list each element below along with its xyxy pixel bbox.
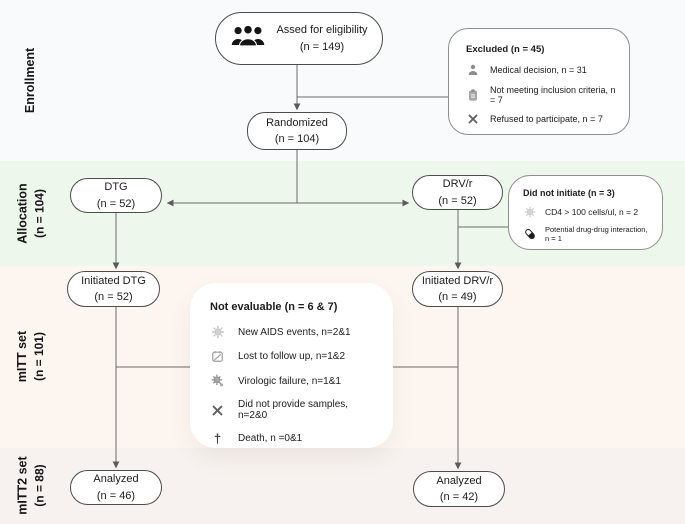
excluded-item-text: Not meeting inclusion criteria, n = 7 [490, 85, 616, 105]
initiated-dtg-node: Initiated DTG (n = 52) [67, 271, 160, 307]
phase-label-text: mITT set [15, 331, 30, 383]
not-evaluable-title: Not evaluable (n = 6 & 7) [210, 301, 338, 313]
node-line2: (n = 149) [299, 40, 345, 53]
phase-label-text: Allocation [15, 183, 30, 244]
did-not-initiate-callout: Did not initiate (n = 3) CD4 > 100 cells… [508, 175, 663, 250]
node-line2: (n = 52) [96, 197, 136, 210]
phase-label-mitt-set: mITT set (n = 101) [0, 266, 62, 448]
node-line1: Randomized [266, 116, 328, 129]
not-evaluable-item-text: Lost to follow up, n=1&2 [238, 351, 346, 362]
node-line1: DRV/r [442, 178, 473, 190]
node-line2: (n = 42) [439, 491, 479, 503]
initiated-drvr-node: Initiated DRV/r (n = 49) [412, 271, 503, 307]
excluded-title: Excluded (n = 45) [466, 44, 545, 55]
calendar-slash-icon [210, 350, 225, 363]
excluded-item: Not meeting inclusion criteria, n = 7 [466, 85, 617, 105]
excluded-item: Medical decision, n = 31 [466, 64, 617, 76]
did-not-initiate-item: CD4 > 100 cells/ul, n = 2 [523, 206, 652, 218]
not-evaluable-item: † Death, n =0&1 [210, 432, 377, 445]
assessed-for-eligibility-node: Assed for eligibility (n = 149) [215, 12, 383, 65]
phase-label-count: (n = 101) [32, 332, 47, 382]
phase-label-enrollment: Enrollment [0, 0, 62, 161]
phase-label-text: Enrollment [23, 47, 38, 114]
phase-label-allocation: Allocation (n = 104) [0, 161, 62, 266]
not-evaluable-item: Did not provide samples, n=2&0 [210, 399, 377, 421]
virus-dark-icon [210, 374, 225, 388]
not-evaluable-item: Lost to follow up, n=1&2 [210, 350, 377, 363]
analyzed-drvr-node: Analyzed (n = 42) [413, 471, 505, 507]
not-evaluable-item-text: Death, n =0&1 [238, 433, 303, 444]
virus-icon [210, 325, 225, 339]
excluded-callout: Excluded (n = 45) Medical decision, n = … [448, 28, 630, 135]
node-line1: Initiated DTG [81, 274, 146, 287]
pill-icon [523, 228, 536, 240]
did-not-initiate-item-text: Potential drug-drug interaction, n = 1 [545, 225, 648, 243]
node-line1: DTG [104, 181, 128, 193]
dtg-arm-node: DTG (n = 52) [70, 178, 162, 213]
x-icon [466, 114, 480, 124]
node-line1: Analyzed [93, 473, 139, 485]
not-evaluable-item-text: Did not provide samples, n=2&0 [238, 399, 349, 421]
phase-label-mitt2-set: mITT2 set (n = 88) [0, 448, 62, 524]
x-icon [210, 405, 225, 416]
excluded-item: Refused to participate, n = 7 [466, 114, 617, 124]
drvr-arm-node: DRV/r (n = 52) [412, 175, 503, 210]
node-line1: Initiated DRV/r [421, 274, 494, 287]
phase-label-count: (n = 104) [32, 188, 47, 239]
dagger-icon: † [213, 431, 222, 446]
not-evaluable-callout: Not evaluable (n = 6 & 7) New AIDS event… [190, 283, 393, 448]
did-not-initiate-title: Did not initiate (n = 3) [523, 188, 615, 198]
randomized-node: Randomized (n = 104) [247, 112, 347, 150]
node-line2: (n = 52) [94, 291, 133, 303]
node-line2: (n = 104) [274, 133, 320, 145]
people-icon [230, 24, 266, 53]
analyzed-dtg-node: Analyzed (n = 46) [70, 470, 162, 505]
node-line1: Assed for eligibility [276, 24, 368, 36]
node-line2: (n = 49) [438, 291, 477, 303]
person-icon [466, 64, 480, 76]
virus-icon [523, 206, 536, 218]
phase-label-count: (n = 88) [32, 464, 47, 508]
clipboard-icon [466, 89, 480, 101]
not-evaluable-item-text: Virologic failure, n=1&1 [238, 375, 341, 387]
phase-label-text: mITT2 set [15, 456, 30, 516]
node-line2: (n = 46) [96, 489, 136, 502]
node-line2: (n = 52) [438, 194, 477, 207]
excluded-item-text: Medical decision, n = 31 [490, 65, 587, 75]
not-evaluable-item: Virologic failure, n=1&1 [210, 374, 377, 388]
excluded-item-text: Refused to participate, n = 7 [490, 114, 603, 124]
not-evaluable-item-text: New AIDS events, n=2&1 [238, 326, 351, 338]
did-not-initiate-item-text: CD4 > 100 cells/ul, n = 2 [545, 207, 639, 217]
not-evaluable-item: New AIDS events, n=2&1 [210, 325, 377, 339]
did-not-initiate-item: Potential drug-drug interaction, n = 1 [523, 225, 652, 243]
node-line1: Analyzed [436, 474, 482, 487]
